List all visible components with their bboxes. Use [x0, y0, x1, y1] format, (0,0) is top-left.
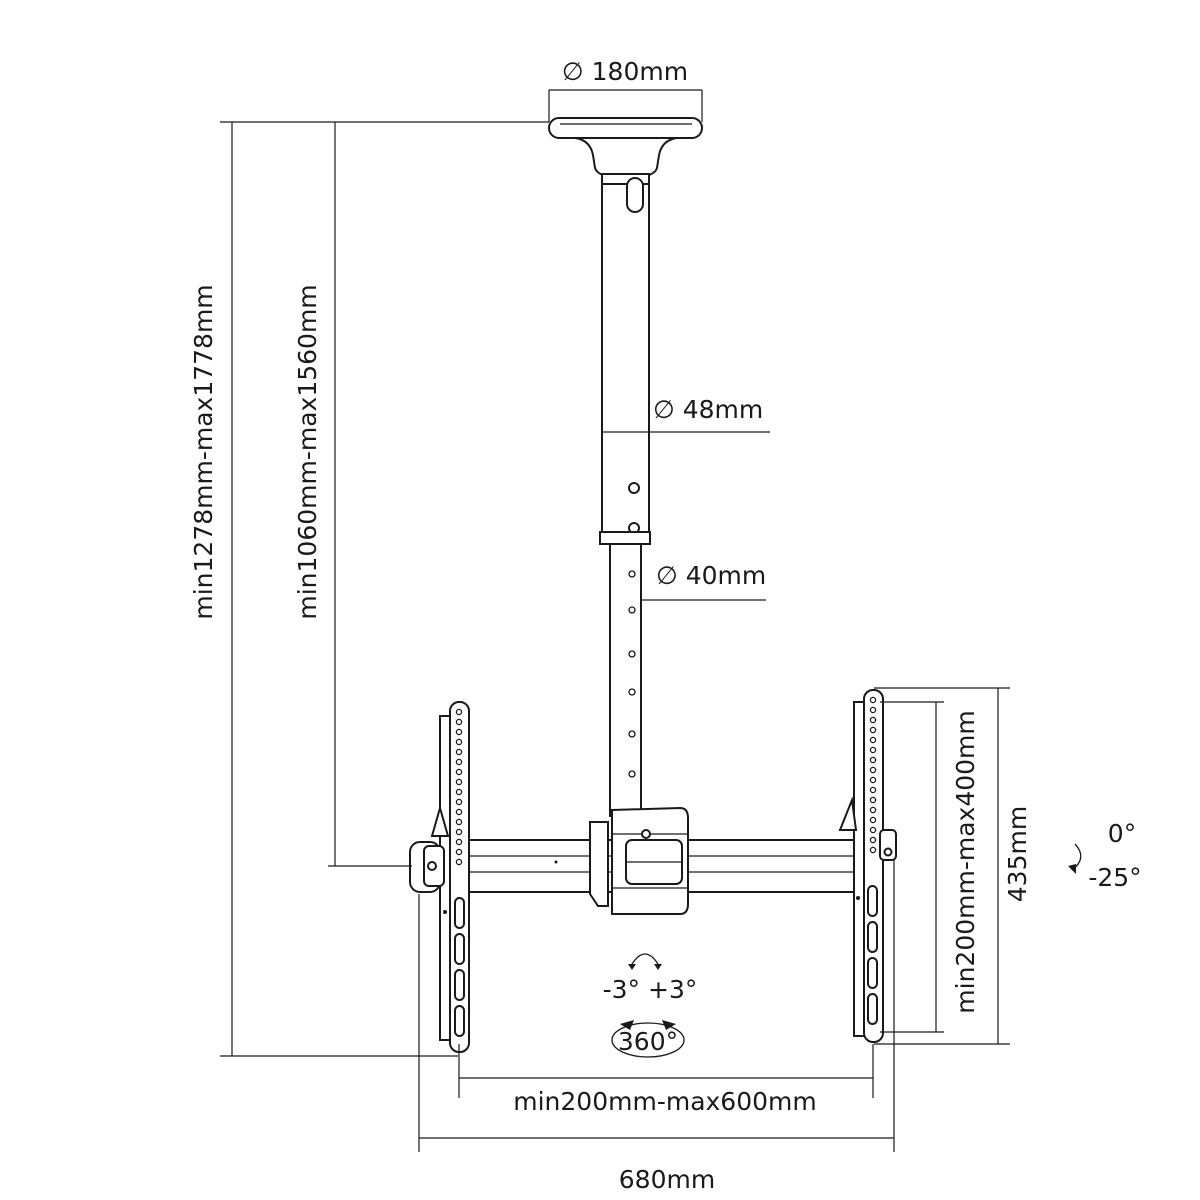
rotation-arrow-icon	[611, 1020, 685, 1058]
total-height-label: min1278mm-max1778mm	[189, 284, 218, 619]
pole-height-label: min1060mm-max1560mm	[293, 284, 322, 619]
tilt-bottom-label: -25°	[1088, 863, 1141, 892]
tilt-arrow-icon	[1068, 843, 1082, 874]
ceiling-plate-diameter-label: ∅ 180mm	[562, 57, 688, 86]
vesa-horizontal-label: min200mm-max600mm	[513, 1087, 816, 1116]
level-arrow-icon	[628, 953, 662, 970]
tilt-head	[589, 806, 689, 915]
dimension-lines	[220, 89, 1010, 1152]
lower-pole-diameter-label: ∅ 40mm	[656, 561, 766, 590]
right-bracket	[838, 689, 897, 1043]
vesa-vertical-label: min200mm-max400mm	[951, 710, 980, 1013]
upper-pole	[599, 177, 651, 545]
lower-pole	[609, 543, 642, 817]
upper-pole-diameter-label: ∅ 48mm	[653, 395, 763, 424]
rotation-label: 360°	[618, 1027, 678, 1056]
ceiling-plate	[548, 90, 703, 187]
total-width-label: 680mm	[619, 1165, 715, 1194]
left-bracket	[409, 701, 470, 1053]
level-adjust-label: -3° +3°	[603, 975, 698, 1004]
tilt-top-label: 0°	[1108, 819, 1136, 848]
bracket-height-label: 435mm	[1003, 806, 1032, 902]
